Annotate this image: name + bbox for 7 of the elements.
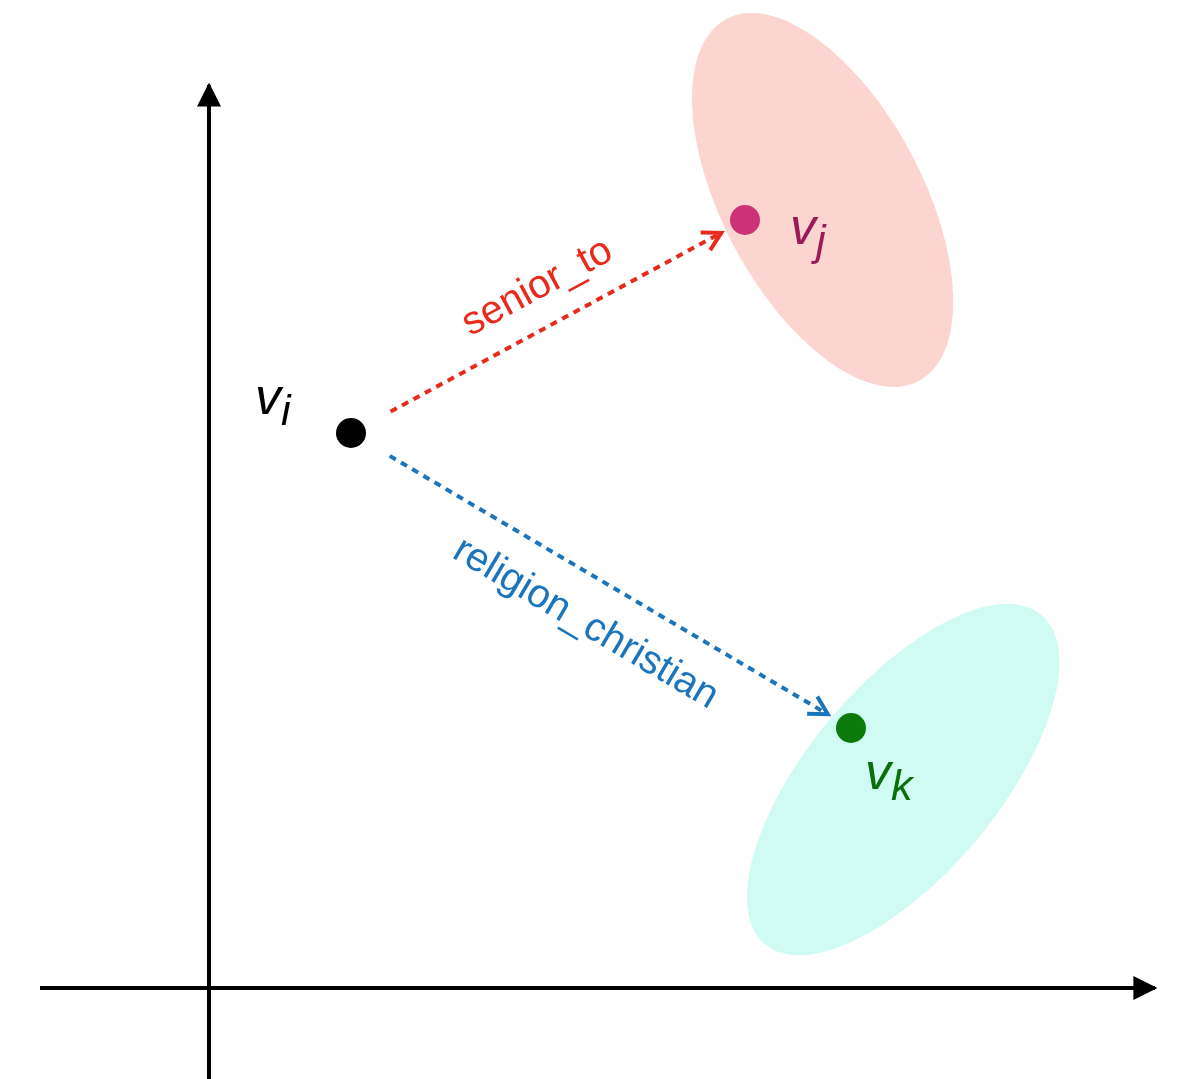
point-label: v$_{k}$ <box>865 745 913 808</box>
cluster-ellipse <box>746 604 1060 956</box>
arrow <box>388 454 830 717</box>
point-label: v$_{i}$ <box>255 370 291 433</box>
cluster-ellipse <box>692 13 954 387</box>
arrow <box>389 230 724 414</box>
point-label: v$_{j}$ <box>790 200 826 263</box>
